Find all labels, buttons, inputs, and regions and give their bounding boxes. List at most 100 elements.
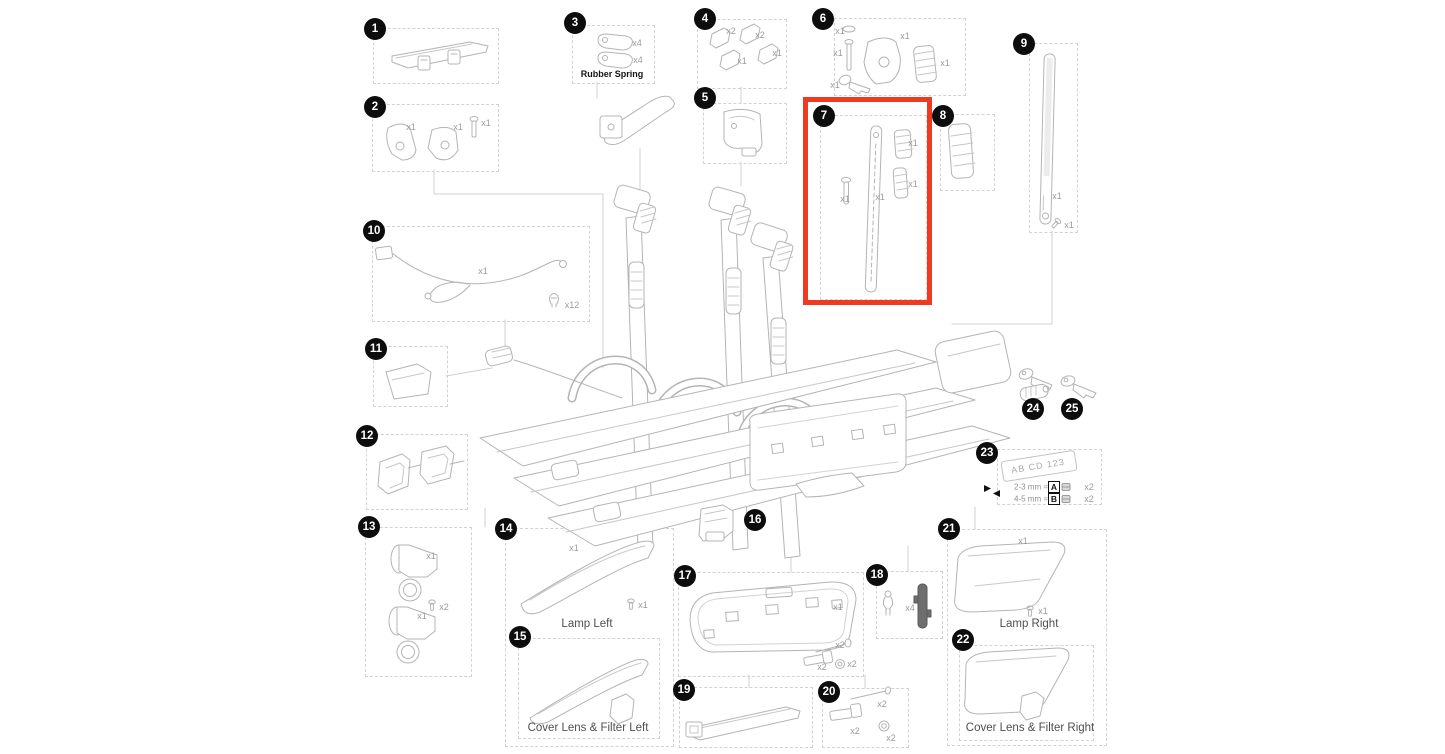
part-box-3[interactable]: [572, 25, 655, 84]
part-badge-11[interactable]: 11: [365, 338, 387, 360]
part-badge-17[interactable]: 17: [674, 565, 696, 587]
qty-label: x2: [877, 699, 887, 709]
part-box-12[interactable]: [366, 434, 468, 510]
assembly-plate-holder: [749, 393, 907, 498]
part-12-drawing: [377, 445, 465, 495]
qty-label: x1: [908, 179, 918, 189]
part-23-drawing: [984, 450, 1078, 503]
part-box-13[interactable]: [365, 527, 472, 677]
part-badge-14[interactable]: 14: [495, 518, 517, 540]
part-box-2[interactable]: [372, 104, 499, 172]
qty-label: x1: [1038, 606, 1048, 616]
part-7-drawing: [841, 125, 914, 293]
plate-row-a-qty: x2: [1084, 482, 1094, 492]
plate-row-b-letter: B: [1048, 493, 1060, 505]
qty-label: x1: [940, 58, 950, 68]
part-badge-10[interactable]: 10: [363, 220, 385, 242]
part-badge-5[interactable]: 5: [694, 87, 716, 109]
part-badge-16[interactable]: 16: [744, 509, 766, 531]
caption-rubber-spring: Rubber Spring: [580, 69, 644, 79]
part-9-drawing: [1039, 53, 1063, 230]
assembly-plug-cable: [485, 345, 623, 399]
part-box-1[interactable]: [373, 28, 499, 84]
part-box-22[interactable]: [959, 645, 1094, 741]
part-badge-9[interactable]: 9: [1013, 33, 1035, 55]
part-25-drawing: [1060, 375, 1097, 399]
part-8-drawing: [948, 123, 976, 179]
qty-label: x2: [755, 30, 765, 40]
part-box-4[interactable]: [697, 19, 787, 89]
qty-label: x1: [900, 31, 910, 41]
part-badge-15[interactable]: 15: [509, 626, 531, 648]
part-3-handle-drawing: [599, 95, 675, 146]
qty-label: x2: [850, 726, 860, 736]
part-14-drawing: [520, 540, 655, 615]
part-box-19[interactable]: [679, 687, 813, 748]
qty-label: x1: [426, 551, 436, 561]
qty-label: x1: [833, 602, 843, 612]
qty-label: x4: [905, 603, 915, 613]
part-badge-8[interactable]: 8: [932, 105, 954, 127]
qty-label: x1: [830, 80, 840, 90]
qty-label: x4: [633, 55, 643, 65]
part-box-9[interactable]: [1029, 43, 1078, 233]
caption-cover-left: Cover Lens & Filter Left: [527, 722, 649, 734]
part-box-20[interactable]: [822, 688, 909, 748]
part-box-15[interactable]: [518, 638, 660, 739]
part-13-drawing: [388, 544, 438, 664]
qty-label: x2: [835, 640, 845, 650]
qty-label: x1: [638, 600, 648, 610]
qty-label: x1: [835, 26, 845, 36]
part-16-drawing: [698, 504, 734, 542]
part-box-8[interactable]: [940, 114, 995, 191]
part-badge-4[interactable]: 4: [694, 8, 716, 30]
part-badge-13[interactable]: 13: [358, 516, 380, 538]
qty-label: x2: [847, 659, 857, 669]
qty-label: x1: [569, 543, 579, 553]
part-box-7[interactable]: [820, 115, 927, 300]
part-19-drawing: [685, 706, 801, 741]
qty-label: x1: [737, 56, 747, 66]
part-badge-18[interactable]: 18: [866, 564, 888, 586]
plate-row-b-qty: x2: [1084, 494, 1094, 504]
part-badge-22[interactable]: 22: [952, 629, 974, 651]
part-2-drawing: [386, 116, 479, 161]
part-badge-24[interactable]: 24: [1022, 398, 1044, 420]
part-badge-3[interactable]: 3: [564, 12, 586, 34]
part-box-18[interactable]: [876, 571, 943, 639]
part-21-drawing: [954, 541, 1066, 617]
qty-label: x1: [840, 194, 850, 204]
part-badge-6[interactable]: 6: [812, 8, 834, 30]
part-17-drawing: [689, 581, 857, 669]
part-box-21[interactable]: [947, 529, 1107, 746]
part-badge-12[interactable]: 12: [356, 425, 378, 447]
part-badge-1[interactable]: 1: [364, 18, 386, 40]
qty-label: x1: [481, 118, 491, 128]
part-badge-21[interactable]: 21: [938, 518, 960, 540]
part-badge-20[interactable]: 20: [818, 681, 840, 703]
part-badge-19[interactable]: 19: [673, 679, 695, 701]
qty-label: x1: [833, 48, 843, 58]
qty-label: x2: [439, 602, 449, 612]
part-box-5[interactable]: [703, 103, 787, 164]
part-15-drawing: [529, 659, 649, 725]
qty-label: x1: [772, 48, 782, 58]
qty-label: x12: [564, 300, 580, 310]
plate-row-a-range: 2-3 mm =: [1013, 482, 1049, 492]
qty-label: x1: [1018, 536, 1028, 546]
plate-row-b-range: 4-5 mm =: [1013, 494, 1049, 504]
qty-label: x1: [453, 122, 463, 132]
qty-label: x1: [875, 192, 885, 202]
qty-label: x1: [908, 138, 918, 148]
part-10-drawing: [375, 245, 567, 308]
part-box-11[interactable]: [373, 346, 448, 407]
part-box-17[interactable]: [678, 572, 864, 677]
part-badge-25[interactable]: 25: [1061, 398, 1083, 420]
part-6-drawing: [838, 25, 938, 95]
part-box-6[interactable]: [834, 18, 966, 96]
part-badge-23[interactable]: 23: [976, 442, 998, 464]
part-box-10[interactable]: [372, 226, 590, 322]
part-badge-2[interactable]: 2: [364, 96, 386, 118]
part-badge-7[interactable]: 7: [813, 105, 835, 127]
